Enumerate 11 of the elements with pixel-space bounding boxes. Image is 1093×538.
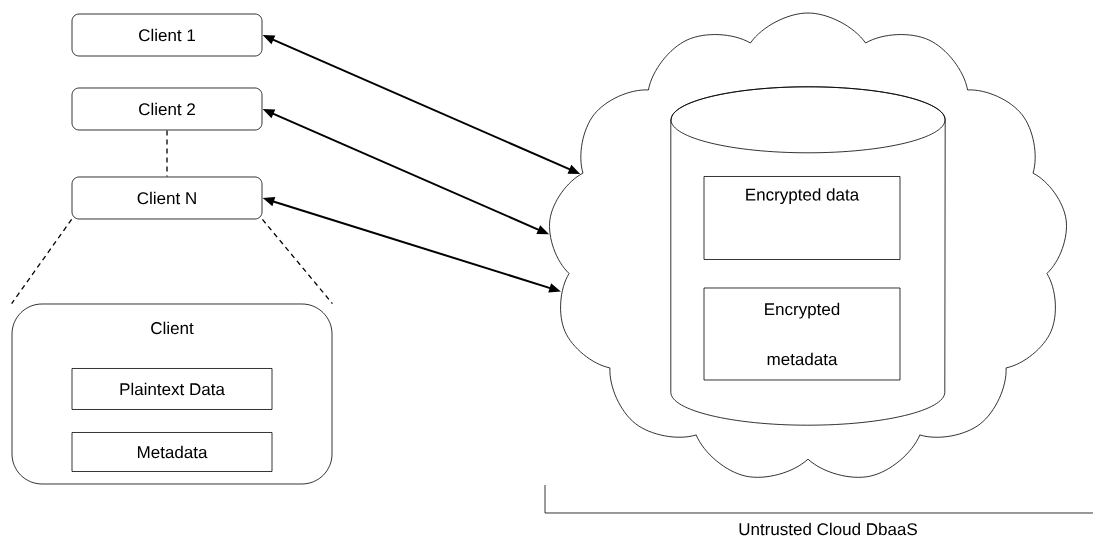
client-box: Client 1 xyxy=(71,13,263,57)
caption-text: Untrusted Cloud DbaaS xyxy=(739,522,917,536)
client-box: Client 2 xyxy=(71,87,263,131)
client-box: Client N xyxy=(71,176,263,220)
dashed-line xyxy=(10,218,73,305)
data-box: Plaintext Data xyxy=(71,368,273,410)
dashed-line xyxy=(166,129,168,178)
data-box: Metadata xyxy=(71,432,273,472)
data-box: Encrypted metadata xyxy=(703,287,901,381)
dashed-line xyxy=(261,218,334,305)
data-box: Encrypted data xyxy=(703,176,901,260)
